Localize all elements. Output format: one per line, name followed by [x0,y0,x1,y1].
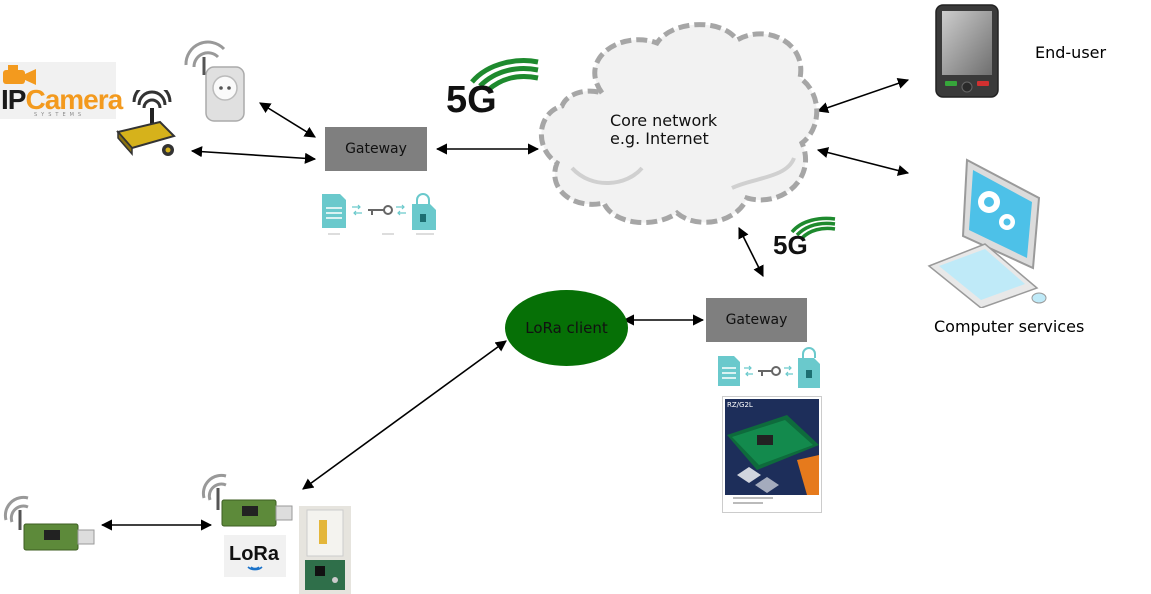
ipcamera-logo: IPCamera SYSTEMS [0,62,123,119]
wifi-router-icon [116,90,176,156]
end-user-label: End-user [1035,43,1107,62]
lora-logo: LoRa [224,535,286,577]
lora-module-left [3,495,95,551]
smartphone-icon [935,4,999,98]
arrow-cloud-enduser [816,77,910,114]
gateway-bottom: Gateway [706,298,807,342]
smart-plug-icon [184,40,245,122]
lora-module-right [201,473,293,527]
gateway-top-label: Gateway [345,141,407,157]
five-g-bottom-text: 5G [773,230,808,258]
lora-client-label: LoRa client [525,319,608,337]
five-g-top-text: 5G [446,79,497,118]
arrow-lora-loraclient [302,340,507,490]
datasheet-board-image [727,415,819,495]
cloud-label-line2: e.g. Internet [610,129,709,148]
five-g-logo-top: 5G [444,58,540,118]
arrow-cloud-gateway-bottom [738,226,764,278]
encryption-graphic-top [322,193,436,235]
arrow-cloud-computer [816,147,910,176]
lora-client-node: LoRa client [505,290,628,366]
encryption-graphic-bottom [718,347,820,388]
lora-device-photo [299,506,351,594]
gateway-top: Gateway [325,127,427,171]
datasheet-brand: RZ/G2L [727,401,753,409]
arrow-plug-gateway [259,102,316,138]
arrow-camera-gateway [190,146,317,164]
ipcamera-logo-text: IPCamera [1,84,123,115]
cloud-label-line1: Core network [610,111,718,130]
computer-icon [927,158,1047,308]
rzg2l-datasheet: RZ/G2L [722,396,822,513]
lora-logo-text: LoRa [229,543,279,565]
camera-logo-icon [3,65,36,85]
five-g-logo-bottom: 5G [772,216,836,258]
ipcamera-logo-subtext: SYSTEMS [34,112,86,118]
computer-services-label: Computer services [934,317,1085,336]
core-network-cloud [539,22,820,226]
gateway-bottom-label: Gateway [725,312,788,328]
lora-wave-icon [247,566,263,571]
